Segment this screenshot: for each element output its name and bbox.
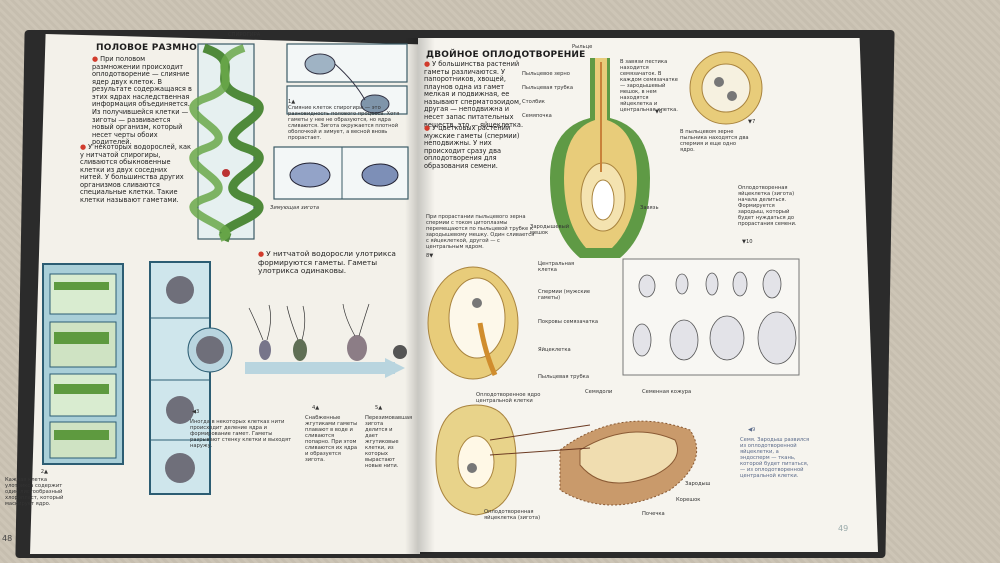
fig1-caption: 1▲ Слияние клеток спирогиры — это разнов… (288, 99, 408, 142)
fig10-number: ▼10 (742, 239, 753, 245)
label-pollen-tube-2: Пыльцевая трубка (538, 374, 589, 380)
left-paragraph-2: У некоторых водорослей, как у нитчатой с… (80, 143, 192, 205)
ulothrix-filament-illustration (42, 263, 124, 465)
fig7-number: ▼7 (748, 119, 756, 125)
zygote-label: Зимующая зигота (270, 205, 320, 211)
conjugation-illustration (286, 43, 408, 115)
label-radicle: Корешок (676, 497, 701, 503)
label-pollen-grain: Пыльцевое зерно (522, 71, 570, 77)
fig4-caption: Снабженные жгутиками гаметы плавают в во… (305, 415, 358, 463)
fig2-number: 2▲ (40, 469, 48, 475)
right-page-number: 49 (838, 524, 849, 533)
fig1-number: 1▲ (288, 99, 296, 105)
label-fertilized-central-nucleus: Оплодотворенное ядро центральной клетки (476, 392, 541, 404)
fig10-caption: Оплодотворенная яйцеклетка (зигота) нача… (738, 185, 797, 227)
fig3-caption: Иногда в некоторых клетках нити происход… (190, 419, 292, 449)
fig5-number: 5▲ (375, 405, 383, 411)
label-embryo: Зародыш (685, 481, 711, 487)
ulothrix-gametes-illustration (245, 303, 407, 378)
wintering-zygote-illustration (273, 146, 409, 200)
right-paragraph-2: У цветковых растений мужские гаметы (спе… (424, 124, 528, 170)
fig2-caption: Каждая клетка улотрикса содержит один ли… (5, 477, 64, 507)
spirogyra-illustration (189, 43, 264, 243)
label-egg-cell: Яйцеклетка (538, 347, 571, 353)
label-integuments: Покровы семязачатка (538, 319, 599, 325)
right-heading: ДВОЙНОЕ ОПЛОДОТВОРЕНИЕ (426, 50, 586, 60)
label-ovary: Завязь (640, 205, 659, 211)
label-plumule: Почечка (642, 511, 665, 517)
fig6-caption: В завязи пестика находится семязачаток. … (620, 59, 678, 113)
fig6-number: ▼6 (655, 109, 663, 115)
label-fertilized-egg: Оплодотворенная яйцеклетка (зигота) (484, 509, 541, 521)
fig7-caption: В пыльцевом зерне пыльника находятся два… (680, 129, 749, 153)
right-mid-text: При прорастании пыльцевого зерна спермии… (426, 214, 535, 250)
label-seed-coat: Семенная кожура (642, 389, 692, 395)
fig4-number: 4▲ (312, 405, 320, 411)
spirogyra-label: СПИРОГИРА (228, 32, 261, 38)
left-paragraph-1: При половом размножении происходит оплод… (92, 55, 194, 147)
label-ovule: Семяпочка (522, 113, 552, 119)
label-sperm: Спермии (мужские гаметы) (538, 289, 591, 301)
ulothrix-gamete-cells-illustration (149, 261, 233, 495)
left-page-number: 48 (2, 534, 13, 543)
right-paragraph-1: У большинства растений гаметы различаютс… (424, 60, 528, 129)
fig5-caption: Перезимовавшая зигота делится и дает жгу… (365, 415, 413, 469)
ulothrix-text: У нитчатой водоросли улотрикса формируют… (258, 249, 398, 276)
label-cotyledons: Семядоли (585, 389, 613, 395)
pistil-section-illustration (550, 58, 650, 258)
label-central-cell: Центральная клетка (538, 261, 575, 273)
left-heading: ПОЛОВОЕ РАЗМНОЖЕНИЕ (96, 43, 237, 53)
fig9-caption: Семя. Зародыш развился из оплодотворенно… (740, 437, 810, 479)
embryo-sac-illustration (427, 266, 519, 380)
pollen-grain-illustration (689, 51, 763, 125)
label-pollen-tube: Пыльцевая трубка (522, 85, 573, 91)
fig3-number: ◀3 (192, 409, 200, 415)
seed-section-illustration (435, 404, 698, 516)
fig8-number: 8▼ (426, 253, 434, 259)
label-style: Столбик (522, 99, 545, 105)
fig1-caption-text: Слияние клеток спирогиры — это разновидн… (288, 104, 400, 141)
fig9-number: ◀9 (748, 427, 756, 433)
embryo-development-illustration (622, 258, 800, 376)
label-embryo-sac: Зародышевый мешок (530, 224, 570, 236)
label-stigma: Рыльце (572, 44, 593, 50)
